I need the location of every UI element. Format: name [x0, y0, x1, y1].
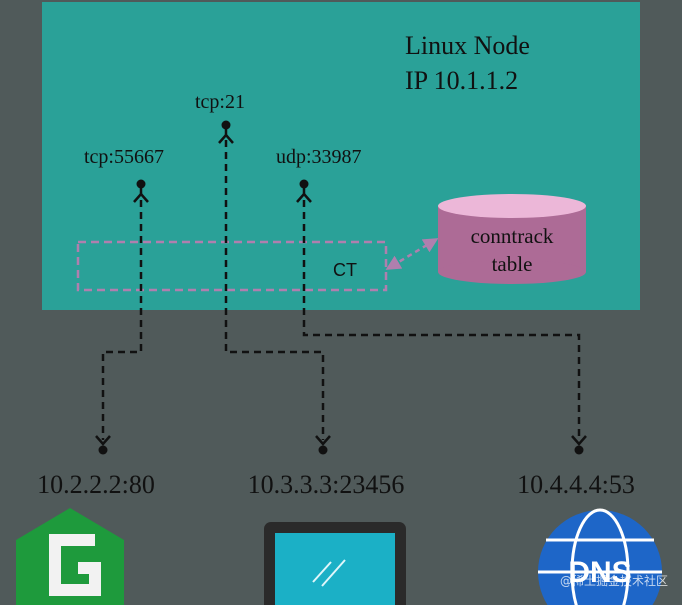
ct-label: CT [333, 260, 357, 280]
watermark: @稀土掘金技术社区 [559, 574, 668, 588]
endpoint-nginx-marker [95, 435, 111, 455]
endpoint-label-laptop: 10.3.3.3:23456 [248, 470, 405, 499]
nginx-logo-icon [16, 508, 124, 605]
path-nginx-to-tcp55667 [101, 188, 143, 440]
conntrack-table-cylinder: conntrack table [438, 194, 586, 284]
endpoint-laptop-marker [315, 435, 331, 455]
path-dns-to-udp33987 [302, 188, 581, 440]
laptop-icon [264, 522, 406, 605]
ct-conntrack-arrow [385, 238, 439, 270]
node-ip: IP 10.1.1.2 [405, 66, 518, 95]
socket-tcp55667-marker [133, 179, 149, 203]
endpoint-label-nginx: 10.2.2.2:80 [37, 470, 155, 499]
node-title: Linux Node [405, 31, 530, 60]
endpoint-dns-marker [571, 435, 587, 455]
endpoint-label-dns: 10.4.4.4:53 [517, 470, 635, 499]
socket-udp33987-marker [296, 179, 312, 203]
port-label-tcp55667: tcp:55667 [84, 146, 164, 168]
dns-globe-icon: DNS [538, 508, 662, 605]
socket-tcp21-marker [218, 120, 234, 144]
port-label-udp33987: udp:33987 [276, 146, 362, 168]
path-laptop-to-tcp21 [224, 128, 325, 440]
port-label-tcp21: tcp:21 [195, 91, 245, 113]
conntrack-label-line2: table [492, 252, 533, 276]
conntrack-label-line1: conntrack [471, 224, 554, 248]
dns-logo-text: DNS [568, 556, 631, 589]
